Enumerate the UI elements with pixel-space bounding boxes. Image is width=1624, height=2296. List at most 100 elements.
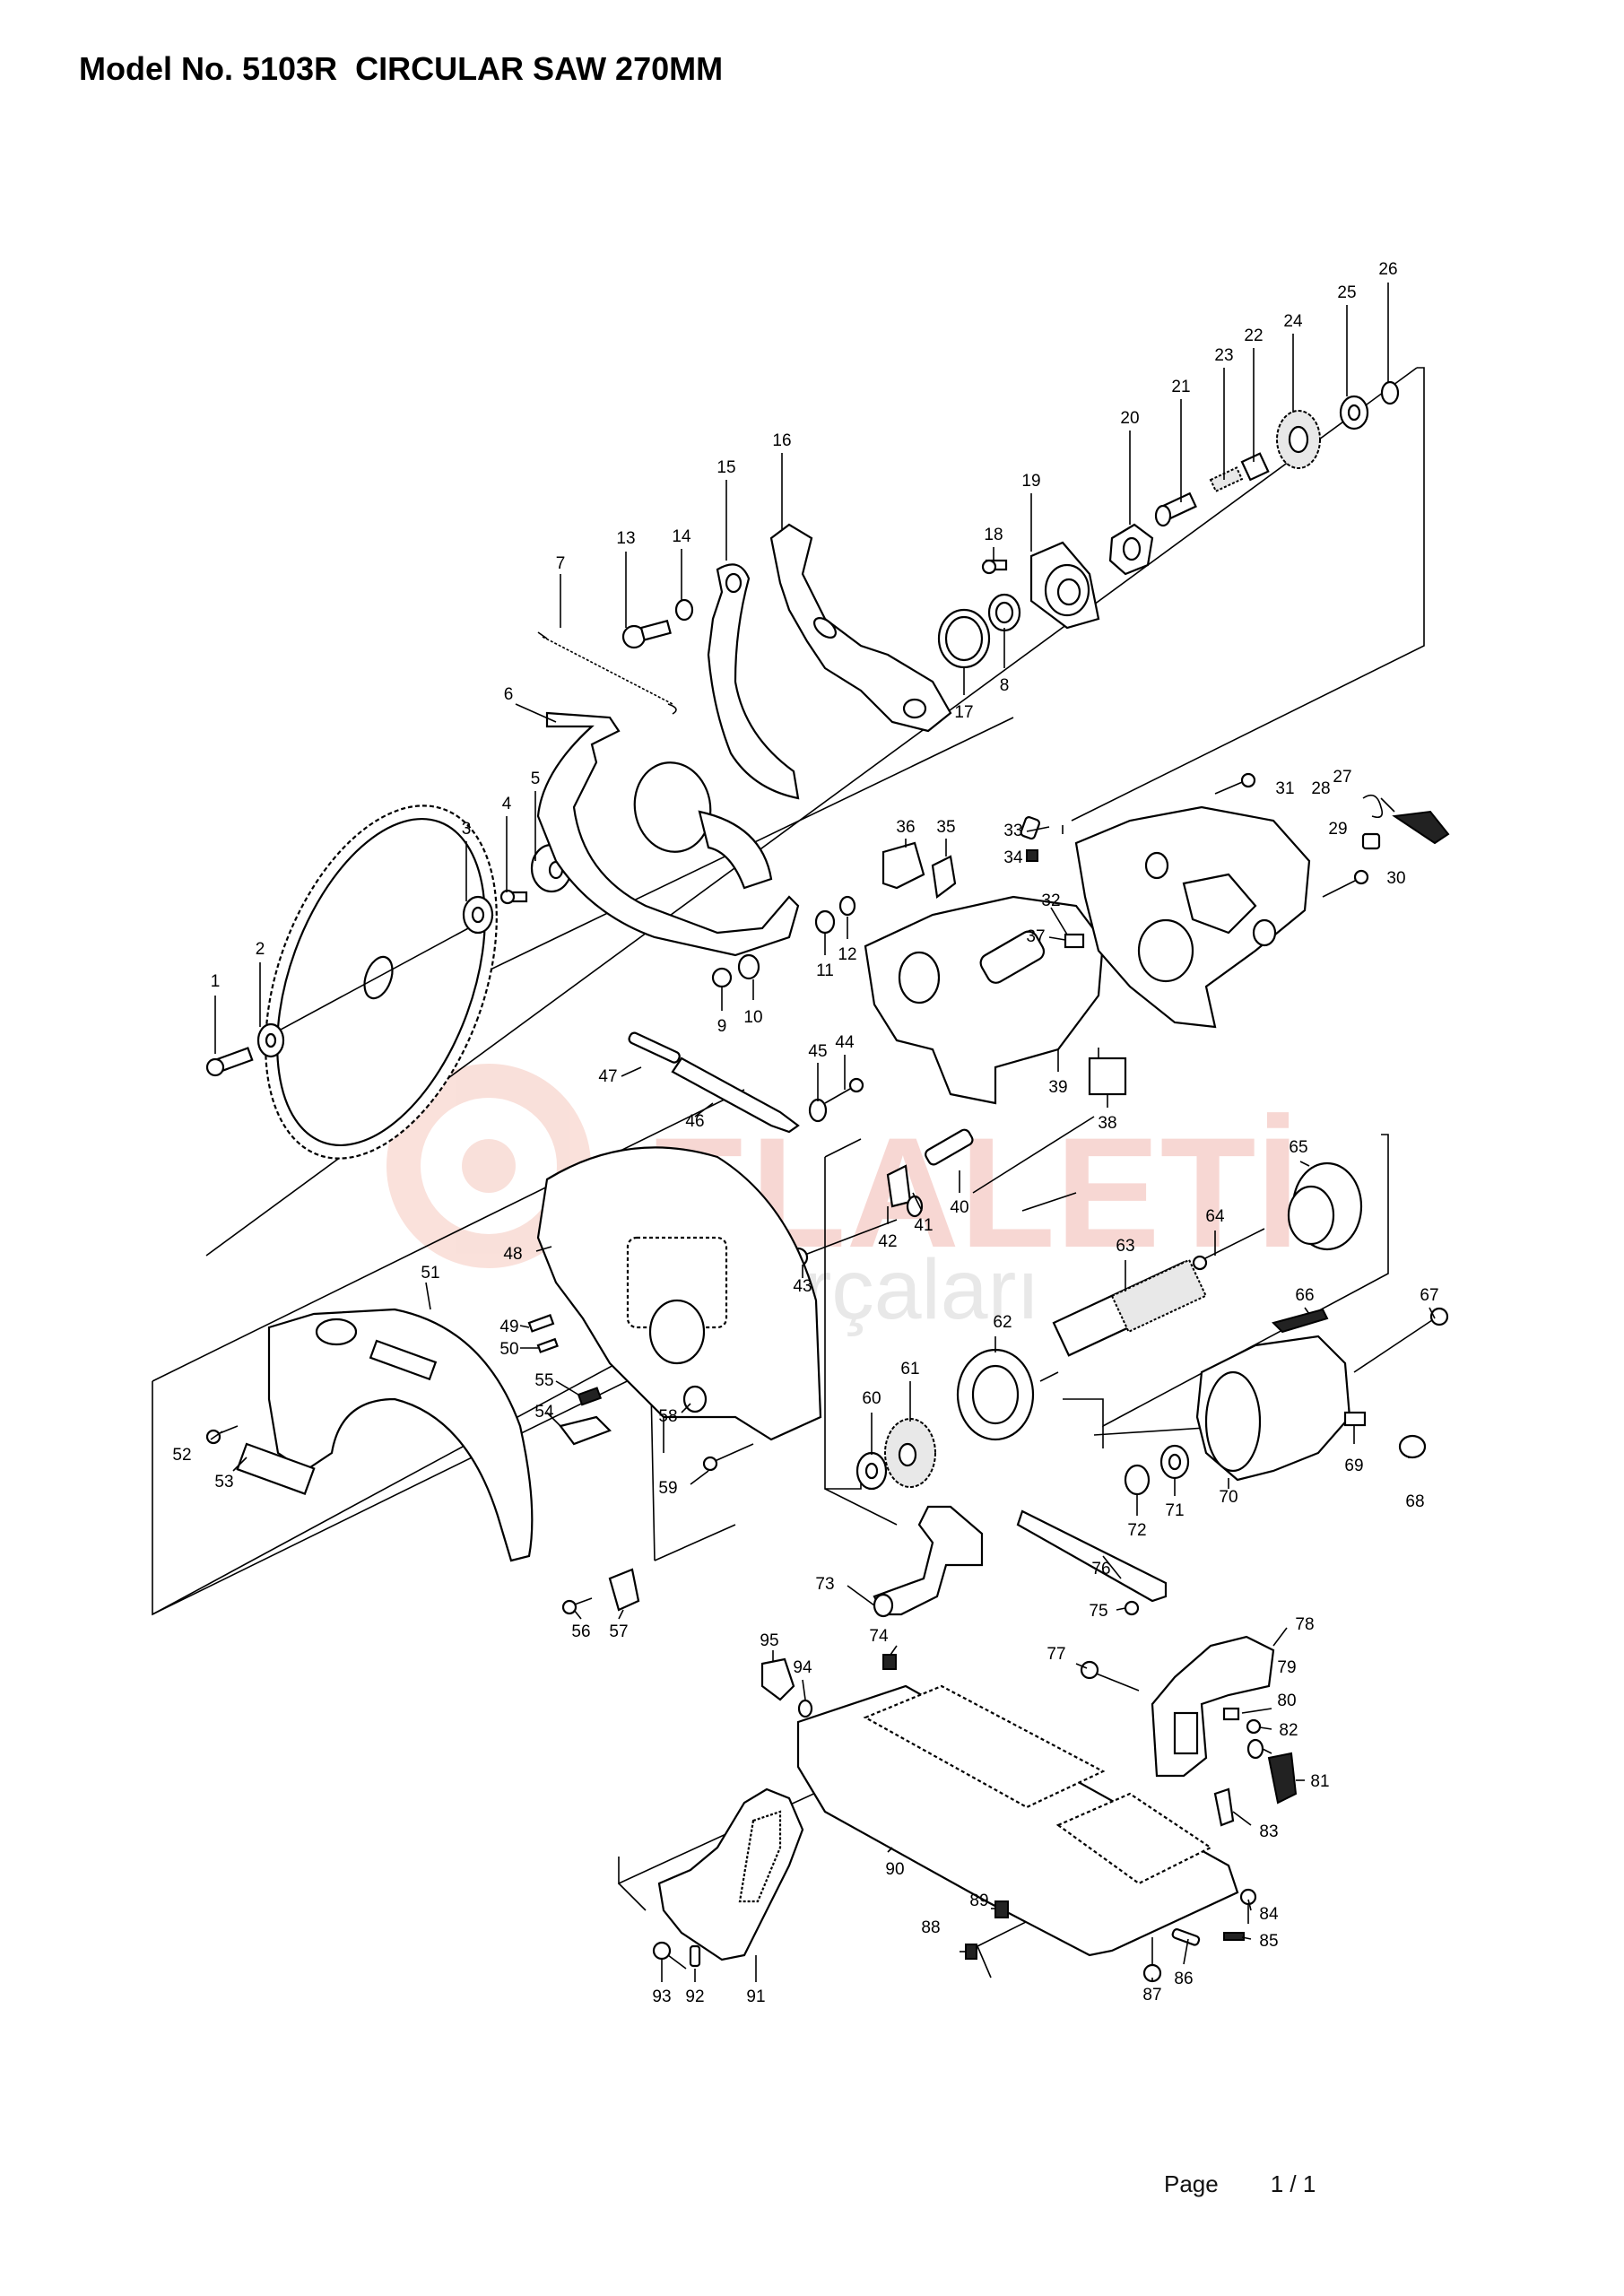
callout-37: 37 bbox=[1026, 927, 1045, 946]
screw-31 bbox=[1214, 772, 1256, 795]
washer-11 bbox=[814, 909, 836, 935]
callout-12: 12 bbox=[838, 945, 856, 964]
callout-62: 62 bbox=[993, 1313, 1012, 1332]
upper-blade-guard-6 bbox=[536, 711, 800, 957]
callout-82: 82 bbox=[1279, 1721, 1298, 1740]
callout-92: 92 bbox=[685, 1987, 704, 2006]
callout-39: 39 bbox=[1048, 1078, 1067, 1097]
callout-53: 53 bbox=[214, 1473, 233, 1492]
ring-8 bbox=[987, 593, 1021, 632]
callout-88: 88 bbox=[921, 1918, 940, 1937]
callout-6: 6 bbox=[504, 685, 514, 704]
screw-52 bbox=[205, 1425, 239, 1445]
callout-79: 79 bbox=[1277, 1658, 1296, 1677]
callout-52: 52 bbox=[172, 1446, 191, 1465]
callout-19: 19 bbox=[1021, 472, 1040, 491]
plate-79 bbox=[1222, 1707, 1240, 1721]
spindle-21 bbox=[1154, 491, 1197, 527]
washer-94 bbox=[797, 1699, 813, 1718]
bolt-44 bbox=[824, 1077, 864, 1104]
page-number: 1 / 1 bbox=[1270, 2170, 1316, 2197]
callout-70: 70 bbox=[1219, 1488, 1238, 1507]
screw-64 bbox=[1192, 1228, 1265, 1271]
callout-8: 8 bbox=[1000, 676, 1010, 695]
flange-2 bbox=[256, 1022, 285, 1058]
screw-9 bbox=[711, 967, 733, 988]
callout-67: 67 bbox=[1420, 1286, 1438, 1305]
bolt-59 bbox=[702, 1443, 754, 1472]
pin-86 bbox=[1171, 1928, 1201, 1946]
callout-76: 76 bbox=[1091, 1560, 1110, 1578]
washer-58 bbox=[682, 1385, 708, 1413]
callout-33: 33 bbox=[1003, 822, 1022, 840]
callout-21: 21 bbox=[1171, 378, 1190, 396]
cap-68 bbox=[1398, 1434, 1427, 1459]
screw-75 bbox=[1124, 1600, 1140, 1616]
callout-68: 68 bbox=[1405, 1492, 1424, 1511]
bearing-25 bbox=[1339, 395, 1369, 430]
callout-27: 27 bbox=[1333, 768, 1351, 787]
callout-41: 41 bbox=[914, 1216, 933, 1235]
part-35 bbox=[931, 855, 957, 899]
saw-blade bbox=[265, 804, 498, 1160]
ring-17 bbox=[937, 608, 991, 669]
callout-94: 94 bbox=[793, 1658, 812, 1677]
callout-90: 90 bbox=[885, 1860, 904, 1879]
callout-16: 16 bbox=[772, 431, 791, 450]
bearing-71 bbox=[1159, 1444, 1190, 1480]
callout-64: 64 bbox=[1205, 1207, 1225, 1226]
bolt-1 bbox=[205, 1047, 254, 1077]
clip-45 bbox=[808, 1098, 828, 1123]
screw-30 bbox=[1322, 869, 1369, 898]
bolt-77 bbox=[1080, 1660, 1140, 1692]
bracket-73 bbox=[873, 1505, 984, 1618]
callout-28: 28 bbox=[1311, 779, 1330, 798]
screw-56 bbox=[561, 1597, 593, 1615]
leader-lines bbox=[210, 283, 1436, 1982]
spring-89 bbox=[994, 1900, 1009, 1918]
spring-7 bbox=[537, 631, 677, 715]
base-plate-90 bbox=[796, 1684, 1239, 1957]
lever-arm-15 bbox=[707, 563, 800, 800]
callout-80: 80 bbox=[1277, 1692, 1296, 1710]
callout-66: 66 bbox=[1295, 1286, 1314, 1305]
callout-4: 4 bbox=[502, 795, 512, 813]
callout-93: 93 bbox=[652, 1987, 671, 2006]
link-76 bbox=[1016, 1509, 1168, 1603]
pin-92 bbox=[689, 1944, 701, 1968]
shaft-46 bbox=[671, 1057, 800, 1134]
callout-36: 36 bbox=[896, 818, 915, 837]
plate-50 bbox=[536, 1337, 559, 1353]
callout-1: 1 bbox=[211, 972, 221, 991]
lever-54 bbox=[559, 1415, 612, 1446]
lower-guard-51 bbox=[267, 1308, 534, 1562]
washer-12 bbox=[838, 895, 856, 917]
guide-91 bbox=[657, 1787, 804, 1961]
ring-26 bbox=[1380, 380, 1400, 405]
armature-63 bbox=[1039, 1258, 1208, 1382]
insulator-66 bbox=[1272, 1308, 1329, 1334]
callout-17: 17 bbox=[954, 703, 973, 722]
gear-24 bbox=[1276, 410, 1321, 469]
housing-cover-39 bbox=[864, 895, 1105, 1105]
callout-20: 20 bbox=[1120, 409, 1139, 428]
callout-95: 95 bbox=[760, 1631, 778, 1650]
callout-77: 77 bbox=[1046, 1645, 1065, 1664]
callout-78: 78 bbox=[1295, 1615, 1314, 1634]
screw-18 bbox=[981, 559, 1008, 575]
screw-87 bbox=[1142, 1937, 1162, 1983]
callout-83: 83 bbox=[1259, 1822, 1278, 1841]
callout-57: 57 bbox=[609, 1622, 628, 1641]
screw-84 bbox=[1239, 1888, 1257, 1924]
callout-56: 56 bbox=[571, 1622, 590, 1641]
gear-61 bbox=[884, 1418, 936, 1488]
callout-65: 65 bbox=[1289, 1138, 1307, 1157]
callout-59: 59 bbox=[658, 1479, 677, 1498]
callout-85: 85 bbox=[1259, 1932, 1278, 1951]
callout-42: 42 bbox=[878, 1232, 897, 1251]
brush-holder-38 bbox=[1088, 1048, 1127, 1096]
callout-51: 51 bbox=[421, 1264, 439, 1283]
callout-11: 11 bbox=[816, 961, 834, 980]
bolt-93 bbox=[652, 1941, 687, 1970]
